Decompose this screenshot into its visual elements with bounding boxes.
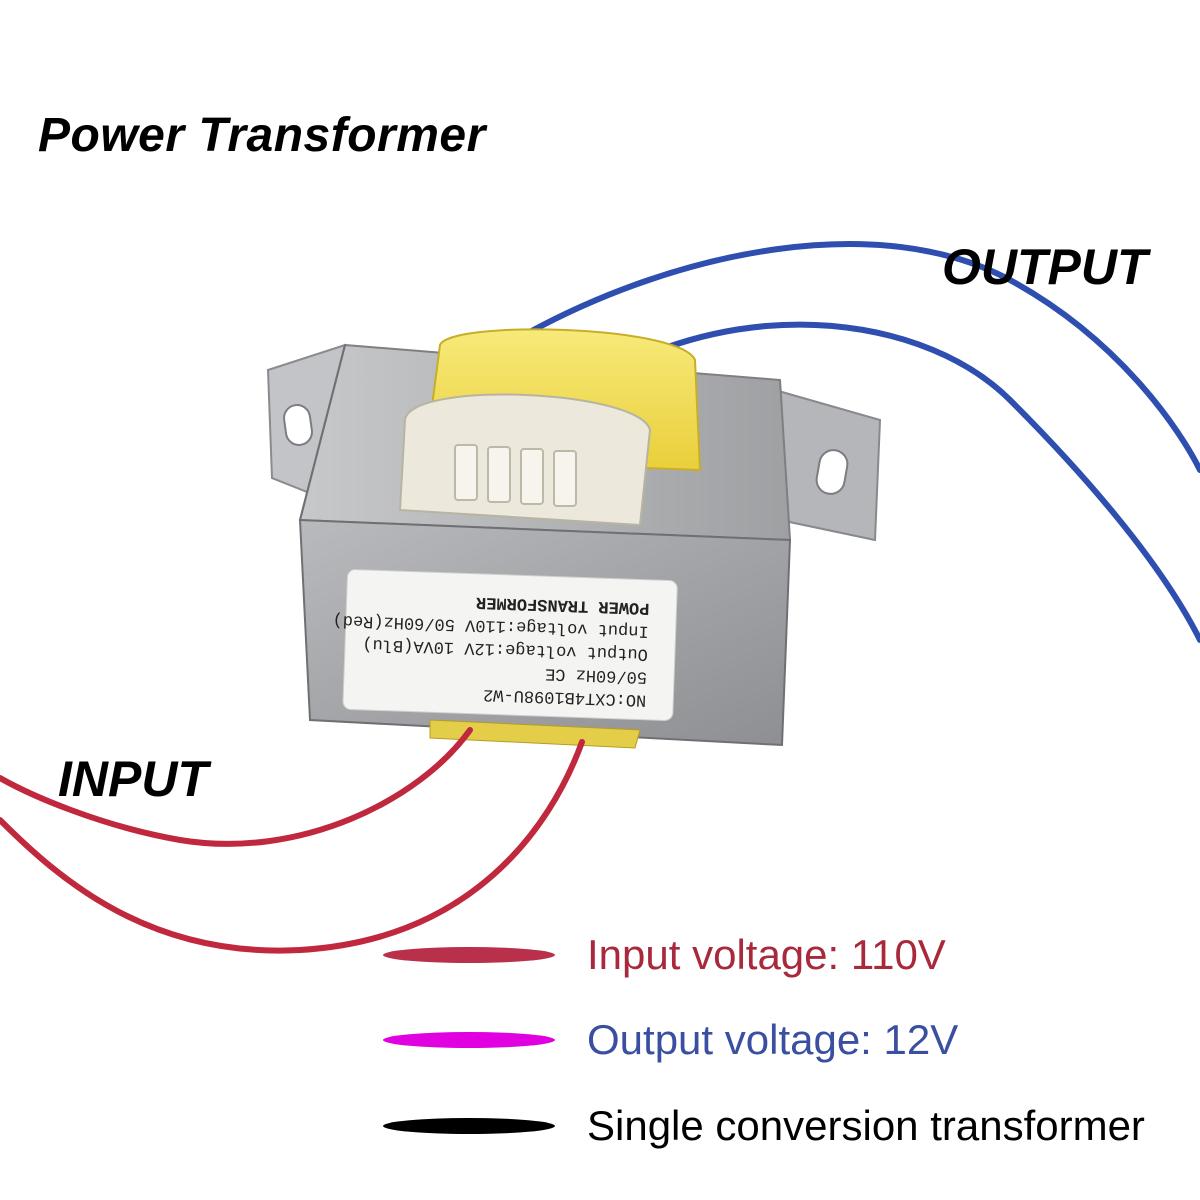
output-swatch — [383, 1032, 555, 1048]
output-wire-2 — [662, 321, 1200, 643]
product-label: NO:CXT4B1098U-W2 50/60Hz CE Output volta… — [332, 569, 678, 721]
core-edge — [299, 344, 346, 521]
output-label: OUTPUT — [942, 239, 1148, 295]
input-wire-1 — [0, 727, 473, 847]
label-line-2: 50/60Hz CE — [545, 663, 648, 686]
page-title: Power Transformer — [38, 109, 486, 162]
legend-item-input: Input voltage: 110V — [383, 925, 946, 985]
legend-text-type: Single conversion transformer — [587, 1102, 1145, 1149]
output-wire-1 — [525, 241, 1200, 473]
input-swatch — [383, 947, 555, 963]
type-swatch — [383, 1118, 555, 1134]
input-wire-2 — [0, 739, 585, 954]
mounting-slot-left — [283, 404, 313, 446]
mounting-slot-right — [815, 449, 849, 495]
legend-item-type: Single conversion transformer — [383, 1096, 1145, 1156]
legend-text-input: Input voltage: 110V — [587, 931, 946, 978]
bobbin-pins — [454, 444, 577, 507]
coil-bottom — [429, 719, 641, 749]
input-label: INPUT — [58, 751, 208, 807]
legend-item-output: Output voltage: 12V — [383, 1010, 958, 1070]
legend-text-output: Output voltage: 12V — [587, 1016, 959, 1063]
